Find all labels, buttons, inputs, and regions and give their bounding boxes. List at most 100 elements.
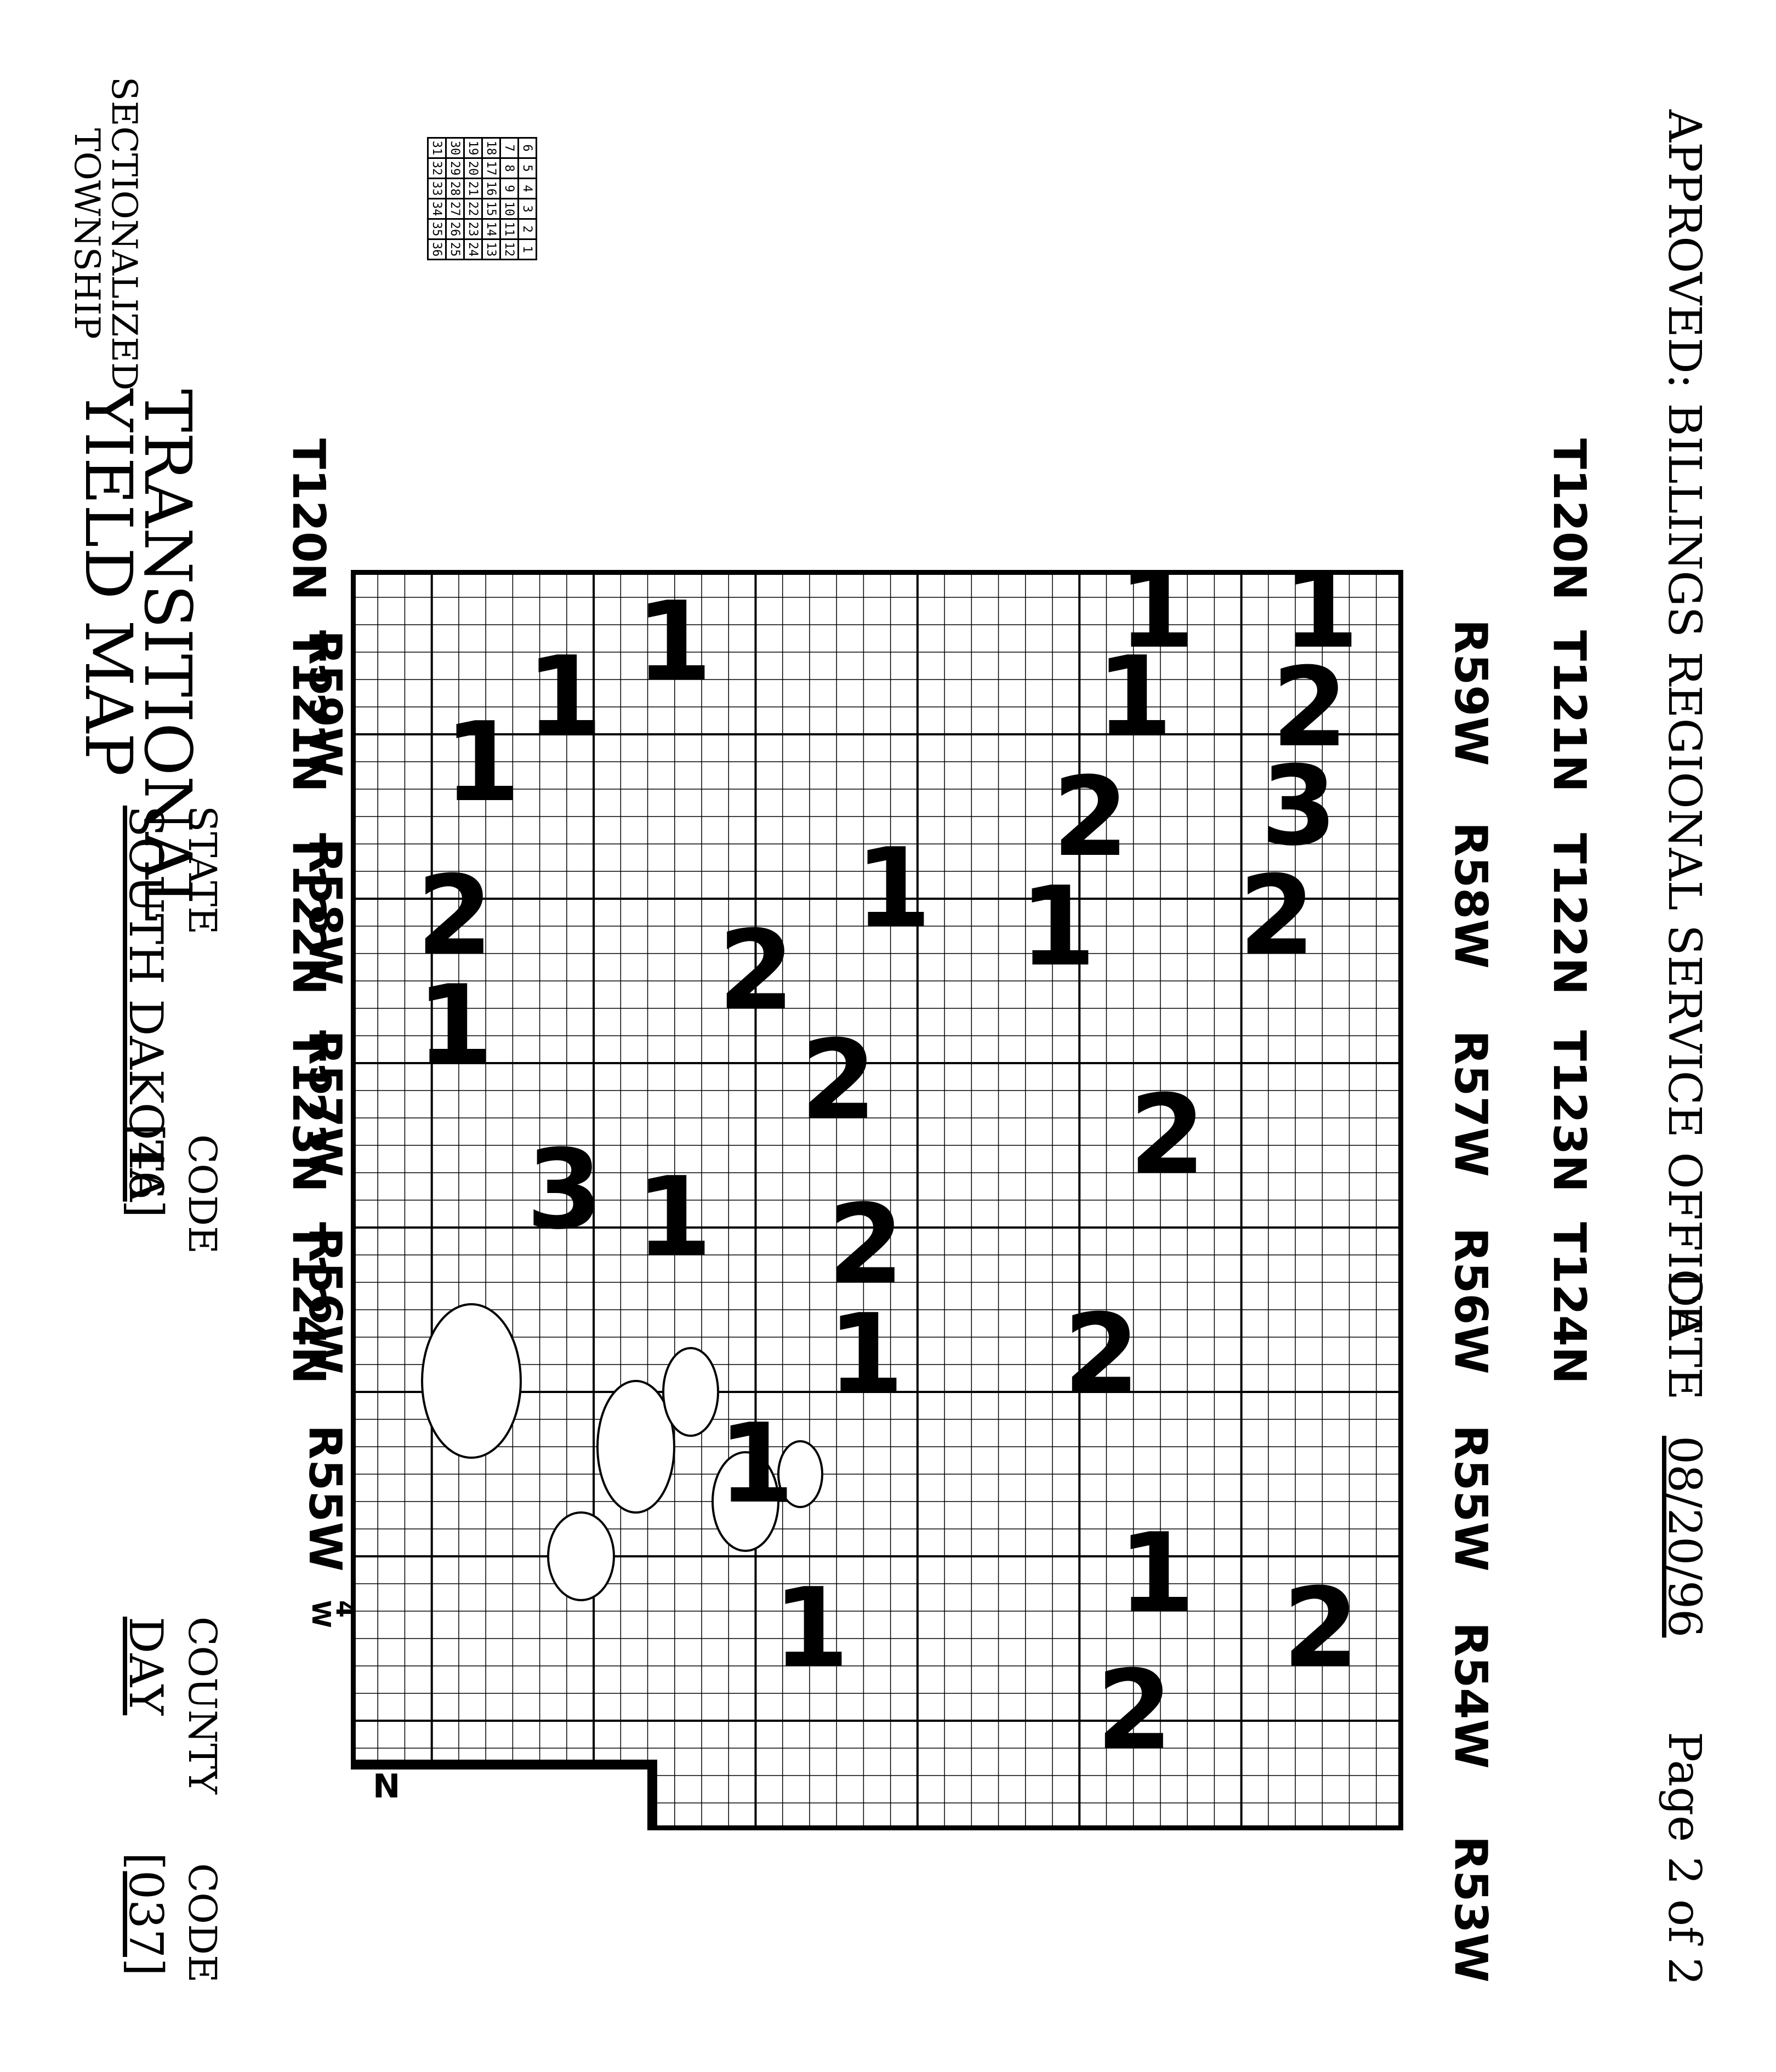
township-label-right: T120N xyxy=(1543,438,1595,601)
legend-section-cell: 6 xyxy=(518,138,537,158)
yield-zone-number: 1 xyxy=(1118,1510,1194,1637)
township-label-right: T124N xyxy=(1543,1222,1595,1384)
legend-section-cell: 18 xyxy=(482,138,500,158)
yield-zone-number: 3 xyxy=(526,1126,602,1254)
legend-section-cell: 4 xyxy=(518,178,537,199)
yield-zone-number: 1 xyxy=(636,1154,712,1281)
range-label-bottom: R56W xyxy=(1444,1228,1496,1374)
yield-zone-number: 2 xyxy=(1283,1565,1359,1692)
yield-zone-number: 2 xyxy=(1239,852,1315,980)
yield-zone-number: 2 xyxy=(417,852,493,980)
range-label-top: R55W xyxy=(299,1425,351,1572)
legend-section-cell: 16 xyxy=(482,178,500,199)
lake xyxy=(421,1303,522,1459)
yield-zone-number: 1 xyxy=(1118,570,1194,673)
township-label-right: T121N xyxy=(1543,630,1595,792)
range-label-top: R57W xyxy=(299,1030,351,1177)
lake xyxy=(547,1511,615,1601)
yield-zone-number: 1 xyxy=(636,578,712,706)
township-label-right: T123N xyxy=(1543,1030,1595,1192)
yield-zone-number: 1 xyxy=(417,962,493,1089)
legend-section-cell: 30 xyxy=(446,138,464,158)
yield-zone-number: 1 xyxy=(1283,570,1359,673)
county-code: [037] xyxy=(119,1852,173,1976)
yield-zone-number: 2 xyxy=(1063,1291,1140,1418)
range-label-top: R56W xyxy=(299,1228,351,1374)
lake xyxy=(777,1440,823,1508)
range-label-top: R59W xyxy=(299,630,351,777)
legend-section-cell: 31 xyxy=(428,138,446,158)
yield-zone-number: 2 xyxy=(1272,644,1348,772)
legend-section-cell: 32 xyxy=(428,158,446,179)
yield-zone-number: 1 xyxy=(1096,633,1172,761)
yield-zone-number: 2 xyxy=(1129,1071,1205,1199)
range-label-bottom: R53W xyxy=(1444,1836,1496,1983)
legend-section-cell: 19 xyxy=(464,138,482,158)
yield-zone-number: 1 xyxy=(773,1565,849,1692)
yield-zone-number: 1 xyxy=(444,699,520,826)
township-label-right: T122N xyxy=(1543,833,1595,995)
legend-section-cell: 7 xyxy=(500,138,519,158)
legend-section-cell: 1 xyxy=(518,239,537,260)
township-label-left: T120N xyxy=(282,438,334,601)
range-label-bottom: R54W xyxy=(1444,1622,1496,1769)
legend-section-cell: 15 xyxy=(482,198,500,219)
state-label: STATE xyxy=(180,806,225,935)
range-label-bottom: R58W xyxy=(1444,822,1496,969)
legend-section-cell: 21 xyxy=(464,178,482,199)
legend-section-cell: 28 xyxy=(446,178,464,199)
yield-zone-number: 3 xyxy=(1261,743,1337,870)
yield-zone-number: 2 xyxy=(1096,1647,1172,1774)
legend-section-cell: 20 xyxy=(464,158,482,179)
legend-section-cell: 26 xyxy=(446,219,464,239)
legend-section-cell: 10 xyxy=(500,198,519,219)
north-arrow-label: N xyxy=(373,1767,400,1806)
legend-section-cell: 13 xyxy=(482,239,500,260)
legend-section-cell: 34 xyxy=(428,198,446,219)
legend-section-cell: 36 xyxy=(428,239,446,260)
yield-zone-number: 2 xyxy=(718,907,794,1035)
legend-section-cell: 27 xyxy=(446,198,464,219)
legend-section-cell: 23 xyxy=(464,219,482,239)
state-code: [46] xyxy=(119,1123,173,1218)
yield-zone-number: 1 xyxy=(718,1400,794,1528)
legend-section-cell: 9 xyxy=(500,178,519,199)
legend-section-cell: 35 xyxy=(428,219,446,239)
county-code-label: CODE xyxy=(180,1863,225,1983)
legend-section-cell: 33 xyxy=(428,178,446,199)
yield-zone-number: 2 xyxy=(800,1017,876,1144)
yield-zone-number: 1 xyxy=(828,1291,904,1418)
legend-section-cell: 22 xyxy=(464,198,482,219)
legend-section-cell: 29 xyxy=(446,158,464,179)
legend-section-cell: 5 xyxy=(518,158,537,179)
legend-section-cell: 2 xyxy=(518,219,537,239)
state-code-label: CODE xyxy=(180,1134,225,1254)
lake xyxy=(662,1347,719,1437)
legend-section-cell: 17 xyxy=(482,158,500,179)
range-label-top: R58W xyxy=(299,838,351,985)
county-label: COUNTY xyxy=(180,1617,225,1795)
legend-section-cell: 12 xyxy=(500,239,519,260)
range-label-bottom: R57W xyxy=(1444,1030,1496,1177)
yield-zone-number: 2 xyxy=(828,1181,904,1309)
date-label: DATE xyxy=(1658,1271,1710,1401)
range-label-bottom: R55W xyxy=(1444,1425,1496,1572)
page-number: Page 2 of 2 xyxy=(1658,1732,1710,1986)
legend-title: SECTIONALIZED TOWNSHIP xyxy=(66,77,144,391)
legend-section-cell: 24 xyxy=(464,239,482,260)
yield-zone-number: 1 xyxy=(526,633,602,761)
legend-section-cell: 14 xyxy=(482,219,500,239)
county-name: DAY xyxy=(119,1617,173,1716)
legend-section-cell: 3 xyxy=(518,198,537,219)
approved-line: APPROVED: BILLINGS REGIONAL SERVICE OFFI… xyxy=(1658,110,1710,1337)
yield-zone-number: 1 xyxy=(1020,863,1096,991)
legend-section-cell: 25 xyxy=(446,239,464,260)
legend-section-cell: 11 xyxy=(500,219,519,239)
lake xyxy=(711,1451,779,1552)
lake xyxy=(596,1380,675,1514)
yield-zone-number: 2 xyxy=(1052,754,1129,881)
yield-zone-number: 1 xyxy=(855,825,931,952)
